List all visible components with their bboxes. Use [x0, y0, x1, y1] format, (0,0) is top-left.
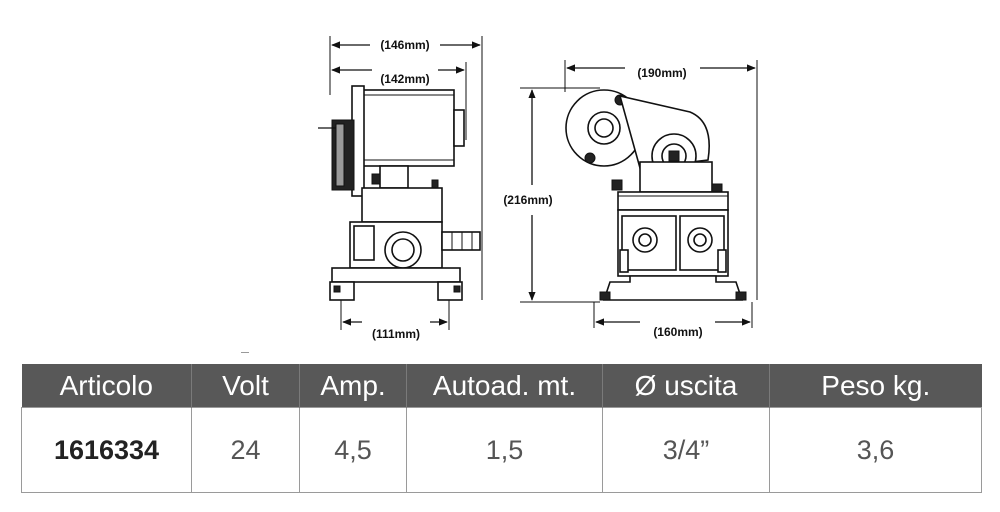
table-row: 1616334 24 4,5 1,5 3/4” 3,6 [21, 407, 982, 493]
header-articolo: Articolo [21, 364, 192, 408]
side-dim-base-width: (111mm) [372, 327, 420, 341]
divider-mark [241, 352, 249, 353]
side-dim-overall-length: (146mm) [380, 38, 429, 52]
cell-weight: 3,6 [769, 407, 982, 493]
side-dim-motor-length: (142mm) [380, 72, 429, 86]
table-header-row: Articolo Volt Amp. Autoad. mt. Ø uscita … [21, 364, 982, 408]
header-volt: Volt [191, 364, 300, 408]
header-amp: Amp. [299, 364, 407, 408]
header-weight: Peso kg. [769, 364, 982, 408]
header-outlet-diameter: Ø uscita [602, 364, 770, 408]
technical-drawing: (146mm) (142mm) [318, 36, 758, 341]
cell-article-code: 1616334 [21, 407, 192, 493]
front-view: (190mm) (216mm) [503, 60, 758, 339]
header-autoad: Autoad. mt. [406, 364, 603, 408]
cell-autoad: 1,5 [406, 407, 603, 493]
cell-volt: 24 [191, 407, 300, 493]
cell-outlet-diameter: 3/4” [602, 407, 770, 493]
front-dim-overall-width: (190mm) [637, 66, 686, 80]
cell-amp: 4,5 [299, 407, 407, 493]
spec-table: Articolo Volt Amp. Autoad. mt. Ø uscita … [21, 364, 982, 493]
front-dim-base-width: (160mm) [653, 325, 702, 339]
front-dim-height: (216mm) [503, 193, 552, 207]
side-view: (146mm) (142mm) [318, 36, 483, 341]
